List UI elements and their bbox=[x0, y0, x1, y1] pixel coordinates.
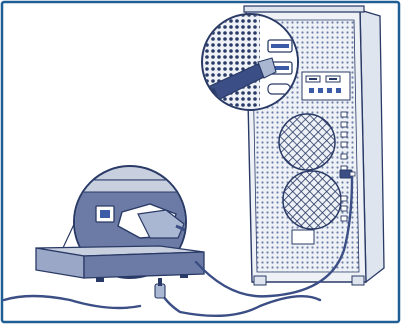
tower-fan-lower bbox=[283, 171, 341, 229]
usb-b-port-icon bbox=[96, 206, 114, 222]
tower-fan-upper bbox=[279, 114, 335, 170]
